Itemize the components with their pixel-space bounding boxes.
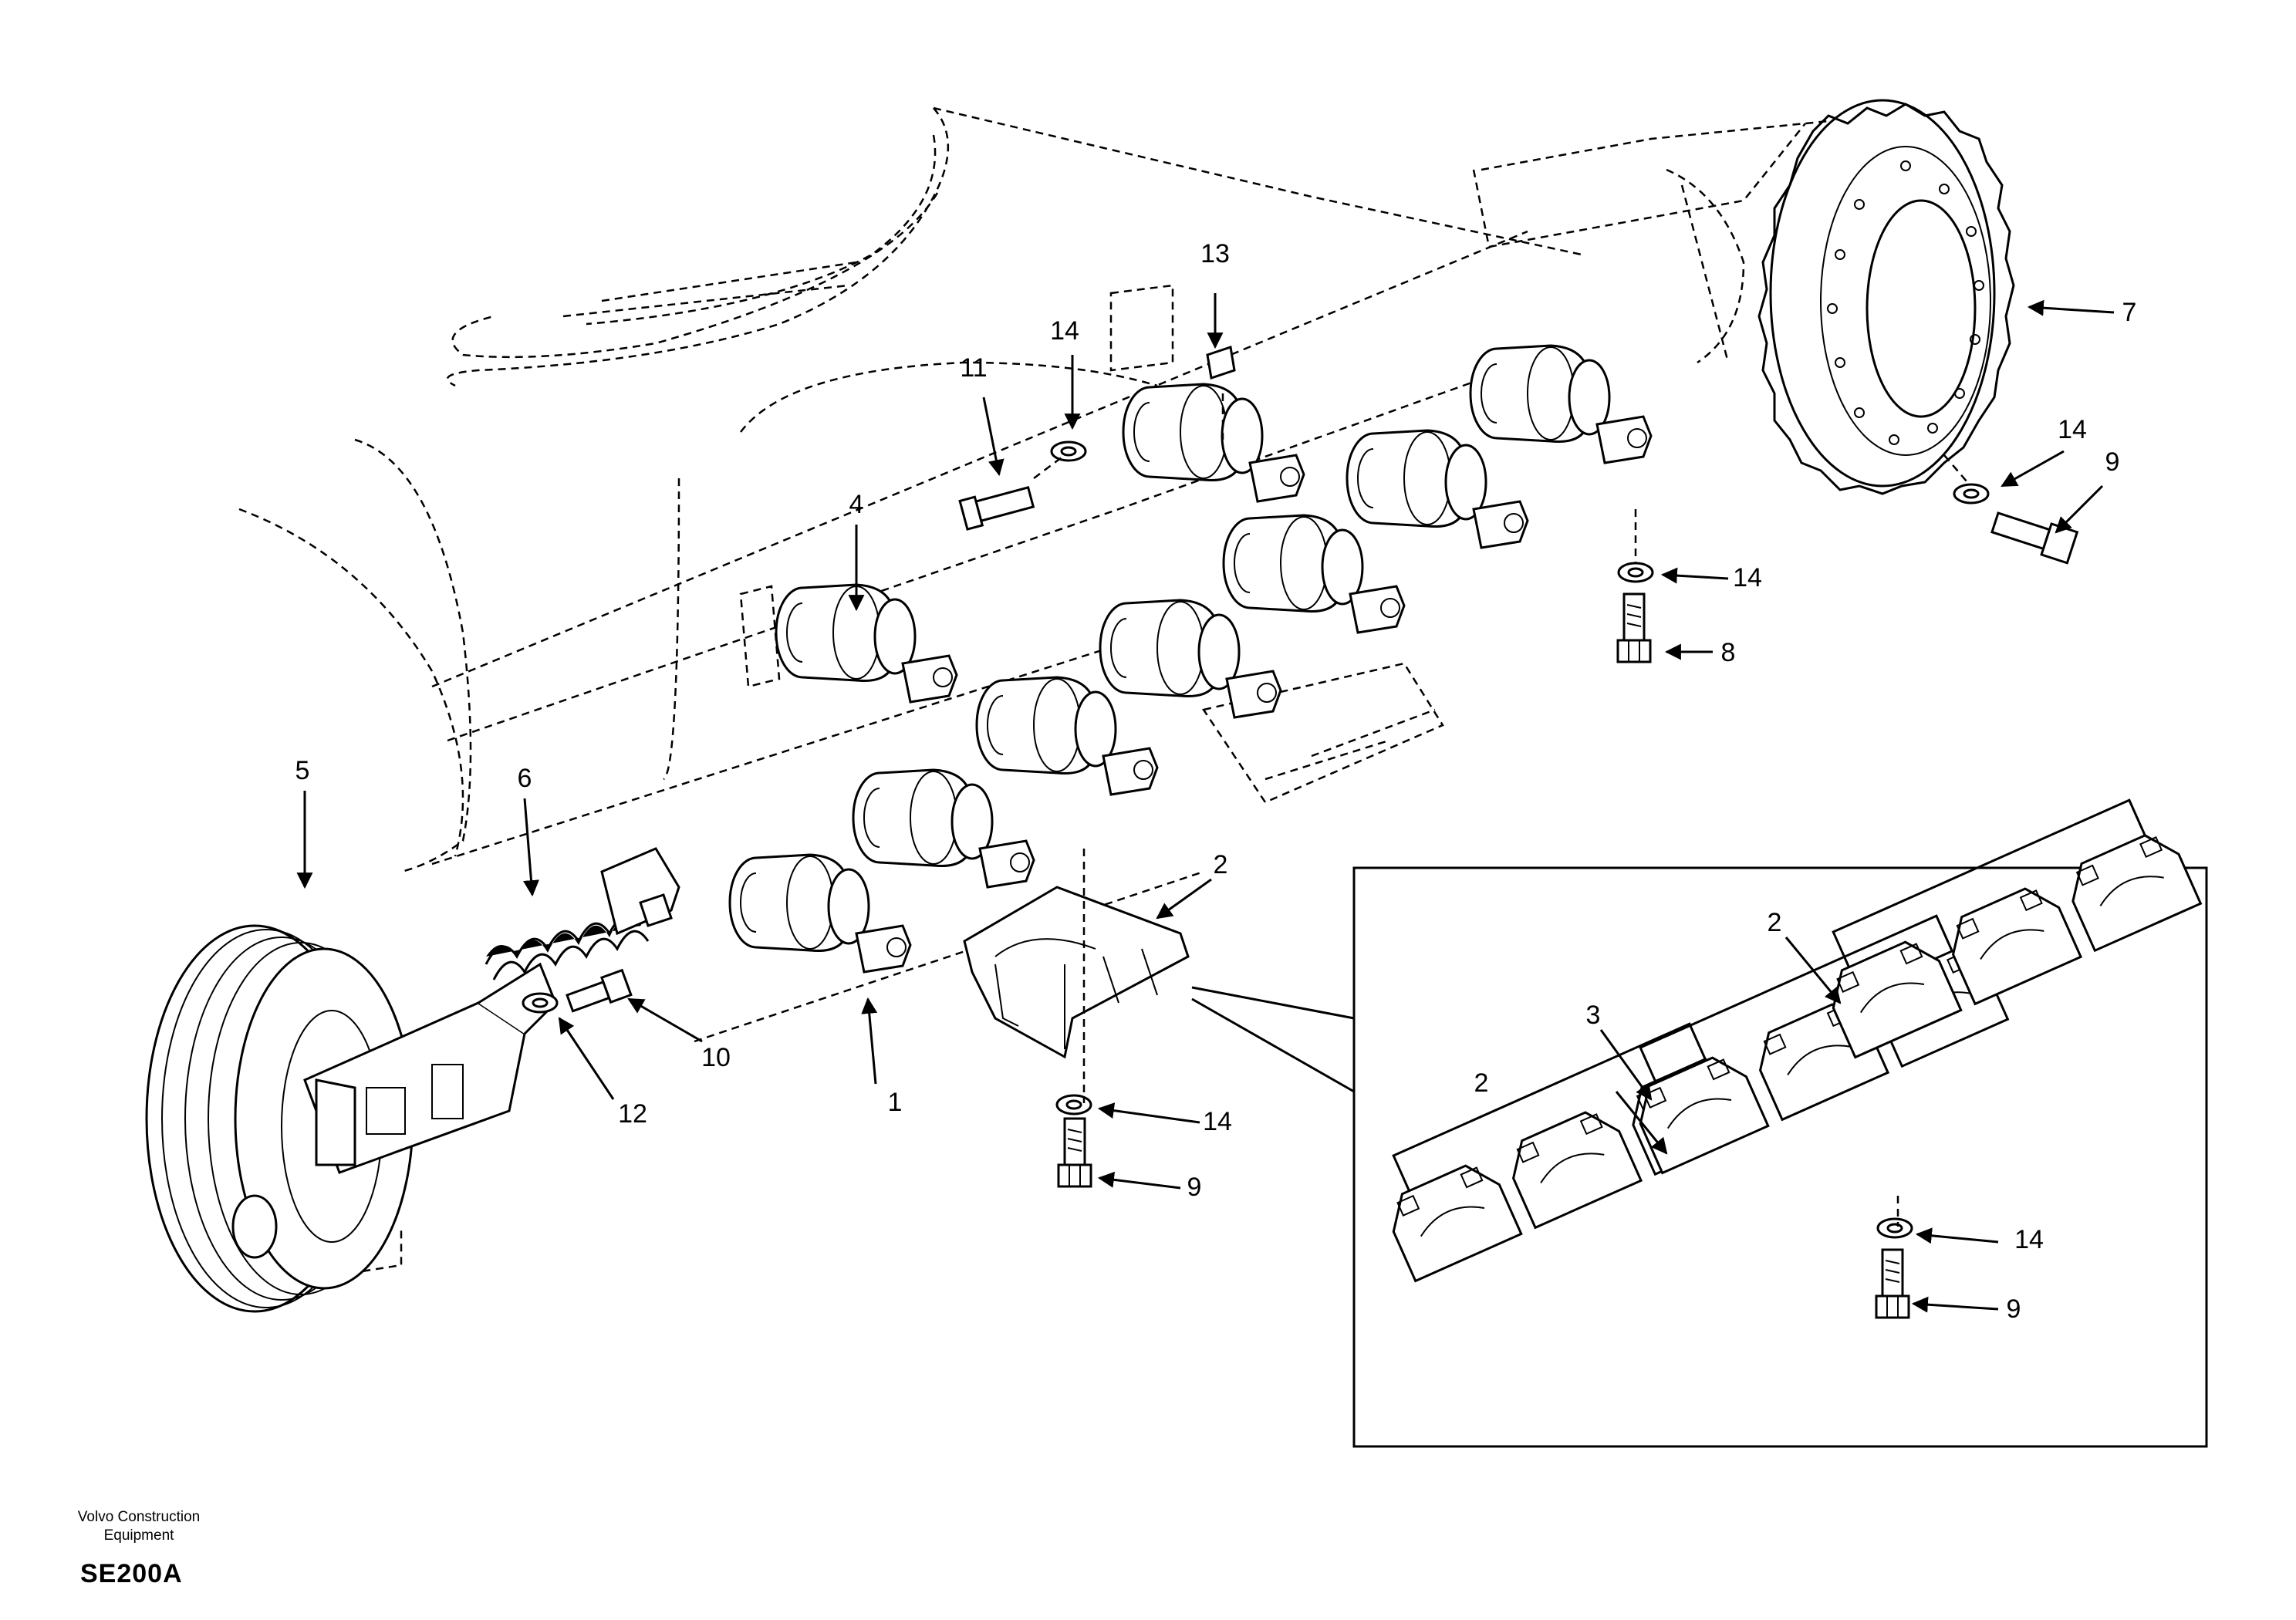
callout-6: 6	[518, 764, 532, 793]
callout-14-center: 14	[1203, 1107, 1232, 1136]
callout-14-top: 14	[1050, 316, 1079, 346]
callout-12: 12	[618, 1099, 647, 1129]
callout-11: 11	[960, 353, 987, 383]
drawing-code: SE200A	[80, 1559, 183, 1588]
callout-9-center: 9	[1187, 1173, 1202, 1202]
callout-10: 10	[701, 1043, 731, 1072]
inset-guard-detail	[1191, 798, 2208, 1448]
track-guard-center	[963, 886, 1190, 1059]
callout-7: 7	[2122, 298, 2137, 327]
callout-2-inset-right: 2	[1768, 908, 1782, 937]
callout-labels: 1 2 2 2 3 4 5 6 7 8 9 9 9 10 11 12 13 14…	[295, 239, 2137, 1324]
callout-2-inset-left: 2	[1474, 1068, 1489, 1098]
drawing-footer: Volvo Construction Equipment SE200A	[46, 1508, 231, 1588]
bolt-set	[522, 346, 2079, 1319]
recoil-spring-assembly	[303, 847, 680, 1174]
callout-5: 5	[295, 756, 310, 785]
manufacturer-line-1: Volvo Construction	[77, 1509, 201, 1525]
callout-14-middle: 14	[1733, 563, 1762, 592]
callout-14-sprocket: 14	[2058, 415, 2087, 444]
callout-4: 4	[849, 490, 864, 519]
assembly-guide-lines	[1033, 393, 1968, 1227]
callout-9-sprocket: 9	[2105, 447, 2120, 477]
callout-14-inset: 14	[2014, 1225, 2044, 1254]
callout-2-center: 2	[1214, 850, 1228, 879]
callout-8: 8	[1721, 638, 1736, 667]
manufacturer-line-2: Equipment	[103, 1527, 174, 1544]
callout-1: 1	[888, 1088, 903, 1117]
drive-sprocket	[1757, 99, 2015, 495]
callout-3: 3	[1586, 1001, 1601, 1030]
callout-9-inset: 9	[2007, 1294, 2021, 1324]
callout-13: 13	[1200, 239, 1230, 268]
callout-leaders	[296, 293, 2115, 1313]
